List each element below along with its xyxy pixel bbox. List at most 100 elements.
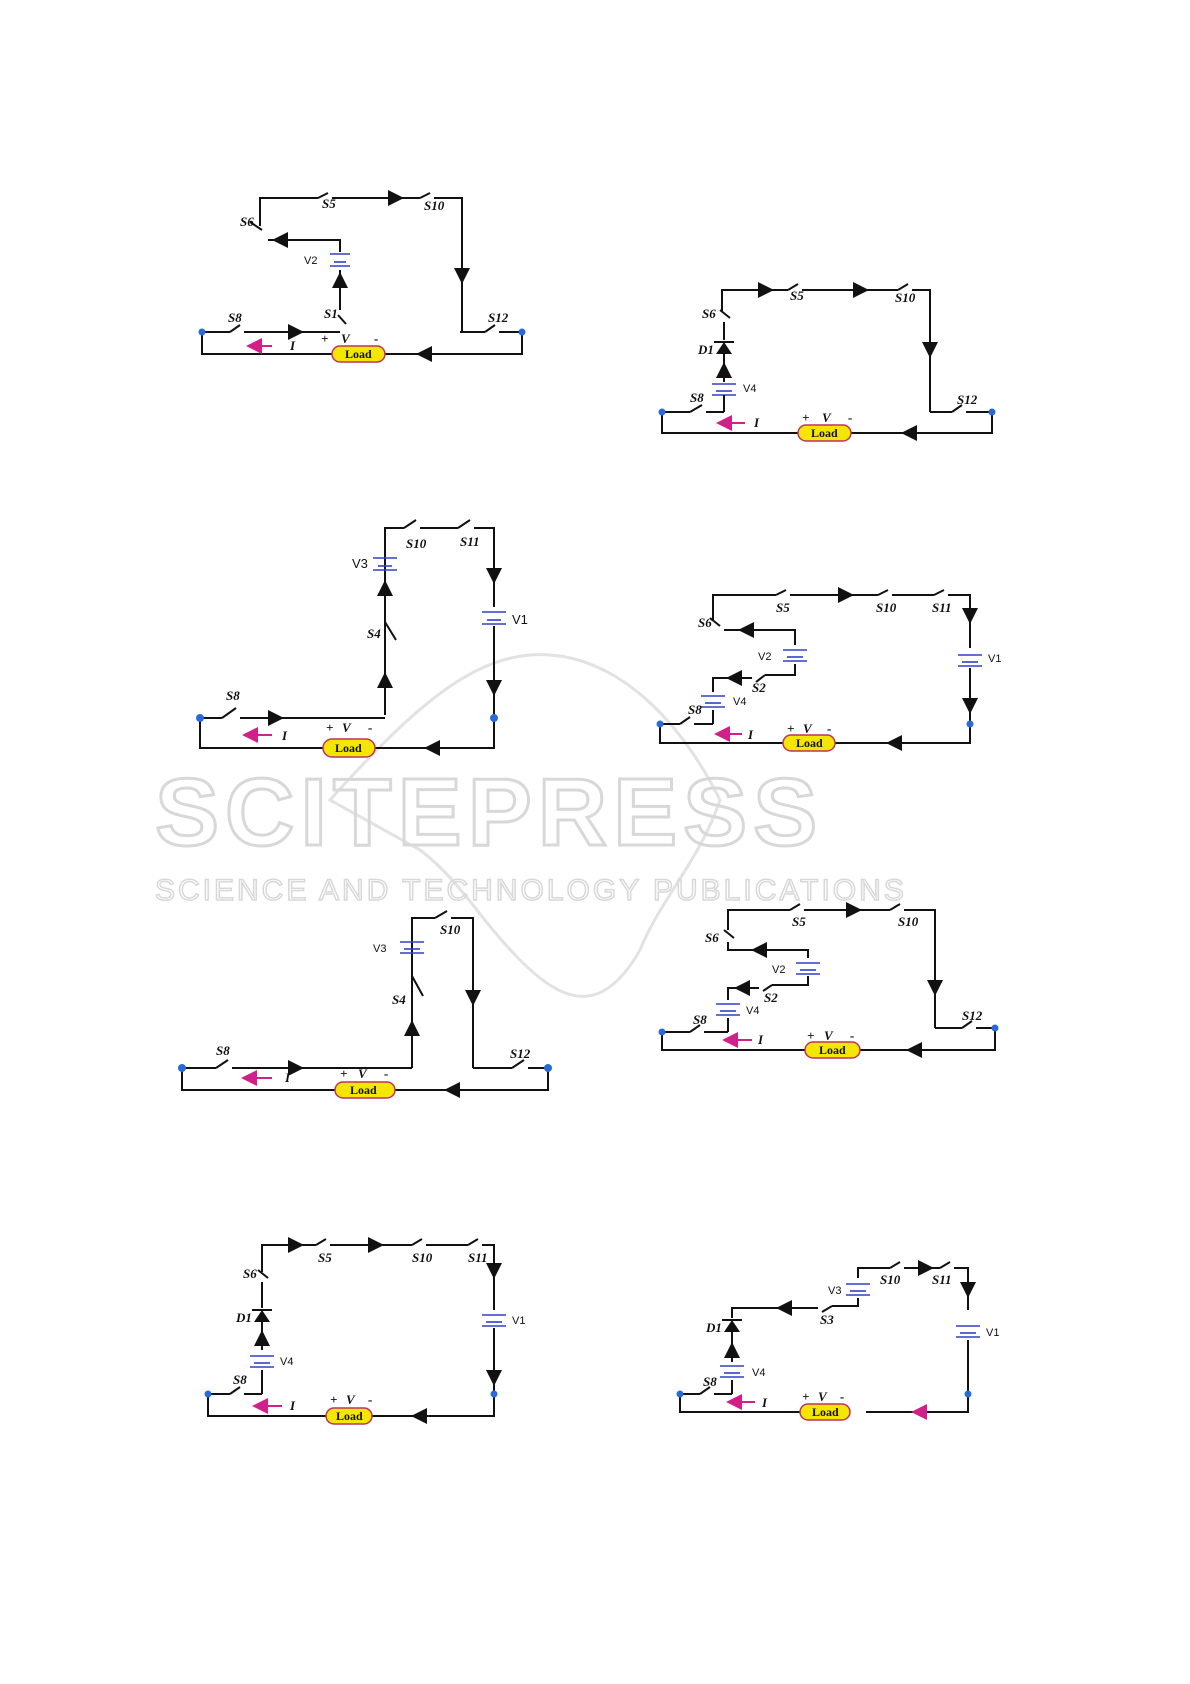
watermark-main: SCITEPRESS xyxy=(155,759,823,866)
label-V2: V2 xyxy=(772,964,785,976)
label-S4: S4 xyxy=(392,992,406,1007)
label-S6: S6 xyxy=(240,214,254,229)
circuit-5: Load I + V - V3 S10 S4 S8 S12 xyxy=(178,910,552,1099)
label-V3: V3 xyxy=(352,556,368,571)
vo-minus: - xyxy=(850,1028,854,1043)
circuit-4: Load I + V - V2 V4 V1 S5 S10 S11 S6 S2 S… xyxy=(656,587,1001,752)
io-label: I xyxy=(757,1032,764,1047)
label-S12: S12 xyxy=(488,310,509,325)
vo-plus: + xyxy=(326,720,333,735)
label-S8: S8 xyxy=(226,688,240,703)
label-V1: V1 xyxy=(512,1315,525,1327)
vo-label: V xyxy=(346,1392,356,1407)
vo-label: V xyxy=(822,410,832,425)
label-S10: S10 xyxy=(412,1250,433,1265)
label-S12: S12 xyxy=(962,1008,983,1023)
label-V1: V1 xyxy=(988,653,1001,665)
vo-plus: + xyxy=(802,410,809,425)
load-label: Load xyxy=(336,1409,363,1423)
label-S8: S8 xyxy=(228,310,242,325)
vo-minus: - xyxy=(848,410,852,425)
label-S11: S11 xyxy=(468,1250,488,1265)
vo-minus: - xyxy=(368,1392,372,1407)
circuit-1: V2 Load I + V - S5 S10 S6 S1 S8 S12 xyxy=(198,190,526,363)
label-S8: S8 xyxy=(233,1372,247,1387)
label-V4: V4 xyxy=(752,1367,765,1379)
io-label: I xyxy=(747,727,754,742)
label-S8: S8 xyxy=(690,390,704,405)
vo-plus: + xyxy=(787,721,794,736)
io-label: I xyxy=(753,415,760,430)
label-S1: S1 xyxy=(324,306,338,321)
label-V4: V4 xyxy=(746,1005,759,1017)
load-label: Load xyxy=(350,1083,377,1097)
circuit-2: Load I + V - V4 S5 S10 S6 D1 S8 S12 xyxy=(658,282,996,442)
label-V3: V3 xyxy=(828,1285,841,1297)
io-label: I xyxy=(284,1070,291,1085)
load-label: Load xyxy=(796,736,823,750)
vo-minus: - xyxy=(827,721,831,736)
label-S11: S11 xyxy=(932,1272,952,1287)
label-S5: S5 xyxy=(792,914,806,929)
vo-plus: + xyxy=(330,1392,337,1407)
label-S10: S10 xyxy=(898,914,919,929)
watermark: SCITEPRESS SCIENCE AND TECHNOLOGY PUBLIC… xyxy=(154,653,907,998)
label-S8: S8 xyxy=(693,1012,707,1027)
load-label: Load xyxy=(335,741,362,755)
label-S5: S5 xyxy=(318,1250,332,1265)
vo-plus: + xyxy=(807,1028,814,1043)
label-V2: V2 xyxy=(304,255,317,267)
label-V4: V4 xyxy=(280,1356,293,1368)
watermark-sub: SCIENCE AND TECHNOLOGY PUBLICATIONS xyxy=(155,874,907,907)
circuit-3: Load I + V - V3 V1 S10 S11 S4 S8 xyxy=(196,519,528,758)
label-V4: V4 xyxy=(733,696,746,708)
label-S4: S4 xyxy=(367,626,381,641)
vo-label: V xyxy=(803,721,813,736)
label-S10: S10 xyxy=(406,536,427,551)
label-D1: D1 xyxy=(697,342,714,357)
label-S6: S6 xyxy=(698,615,712,630)
label-S10: S10 xyxy=(880,1272,901,1287)
vo-label: V xyxy=(341,331,351,346)
label-V4: V4 xyxy=(743,383,756,395)
label-S6: S6 xyxy=(702,306,716,321)
label-S5: S5 xyxy=(790,288,804,303)
vo-plus: + xyxy=(340,1066,347,1081)
circuit-6: Load I + V - V2 V4 S5 S10 S6 S2 S8 S12 xyxy=(658,902,999,1059)
label-V2: V2 xyxy=(758,651,771,663)
label-S2: S2 xyxy=(752,680,766,695)
vo-label: V xyxy=(818,1389,828,1404)
io-label: I xyxy=(761,1395,768,1410)
vo-label: V xyxy=(342,720,352,735)
label-S11: S11 xyxy=(460,534,480,549)
label-S12: S12 xyxy=(510,1046,531,1061)
label-S12: S12 xyxy=(957,392,978,407)
label-D1: D1 xyxy=(235,1310,252,1325)
load-label: Load xyxy=(819,1043,846,1057)
label-S5: S5 xyxy=(776,600,790,615)
label-S10: S10 xyxy=(876,600,897,615)
label-S10: S10 xyxy=(424,198,445,213)
label-S6: S6 xyxy=(243,1266,257,1281)
label-S11: S11 xyxy=(932,600,952,615)
label-S8: S8 xyxy=(216,1043,230,1058)
circuit-7: Load I + V - V4 V1 S5 S10 S11 S6 D1 S8 xyxy=(204,1237,525,1425)
vo-minus: - xyxy=(368,720,372,735)
load-label: Load xyxy=(811,426,838,440)
label-S6: S6 xyxy=(705,930,719,945)
io-label: I xyxy=(289,1398,296,1413)
label-S8: S8 xyxy=(703,1374,717,1389)
label-D1: D1 xyxy=(705,1320,722,1335)
label-V1: V1 xyxy=(986,1327,999,1339)
label-S10: S10 xyxy=(440,922,461,937)
vo-plus: + xyxy=(802,1389,809,1404)
circuit-8: Load I + V - V3 V4 V1 S10 S11 S3 D1 S8 xyxy=(676,1260,999,1421)
vo-label: V xyxy=(824,1028,834,1043)
load-label: Load xyxy=(345,347,372,361)
vo-minus: - xyxy=(384,1066,388,1081)
label-V1: V1 xyxy=(512,612,528,627)
vo-minus: - xyxy=(374,331,378,346)
label-V3: V3 xyxy=(373,943,386,955)
io-label: I xyxy=(281,728,288,743)
